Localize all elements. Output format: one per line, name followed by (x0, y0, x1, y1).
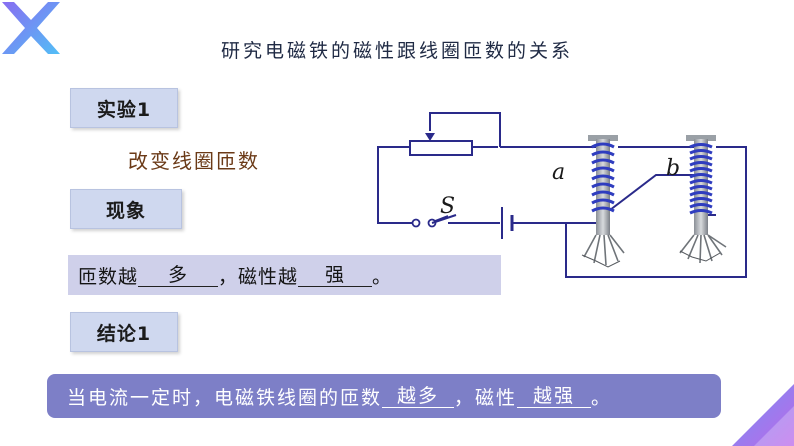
circuit-wires (377, 112, 747, 278)
corner-triangle-decoration-icon (732, 384, 794, 446)
phenomenon-label: 现象 (70, 189, 182, 229)
rheostat-slider-arrow-icon (425, 133, 435, 141)
conclusion-middle: ，磁性 (454, 386, 518, 409)
phenomenon-blank-2: 强 (298, 264, 373, 287)
conclusion-prefix: 当电流一定时，电磁铁线圈的匝数 (67, 386, 383, 409)
electromagnet-a (581, 135, 625, 268)
phenomenon-middle: ，磁性越 (218, 265, 299, 288)
rheostat (409, 140, 473, 156)
conclusion-suffix: 。 (591, 386, 613, 409)
switch-contact-left (411, 218, 421, 228)
circuit-diagram: S a b (377, 112, 747, 278)
corner-decoration-icon (2, 2, 60, 54)
magnet-b-label: b (666, 156, 680, 181)
magnet-a-label: a (552, 160, 565, 185)
phenomenon-suffix: 。 (372, 265, 393, 288)
conclusion-blank-2: 越强 (517, 385, 592, 408)
switch-label: S (440, 194, 455, 219)
page-title: 研究电磁铁的磁性跟线圈匝数的关系 (220, 40, 573, 62)
conclusion-statement: 当电流一定时，电磁铁线圈的匝数 越多 ，磁性 越强 。 (47, 374, 721, 418)
experiment-description: 改变线圈匝数 (128, 149, 260, 173)
electromagnet-b (679, 135, 727, 264)
phenomenon-statement: 匝数越 多 ，磁性越 强 。 (68, 255, 501, 295)
conclusion-blank-1: 越多 (382, 385, 455, 408)
phenomenon-blank-1: 多 (138, 264, 219, 287)
experiment-label: 实验1 (70, 88, 178, 128)
phenomenon-prefix: 匝数越 (78, 265, 139, 288)
conclusion-label: 结论1 (70, 312, 178, 352)
